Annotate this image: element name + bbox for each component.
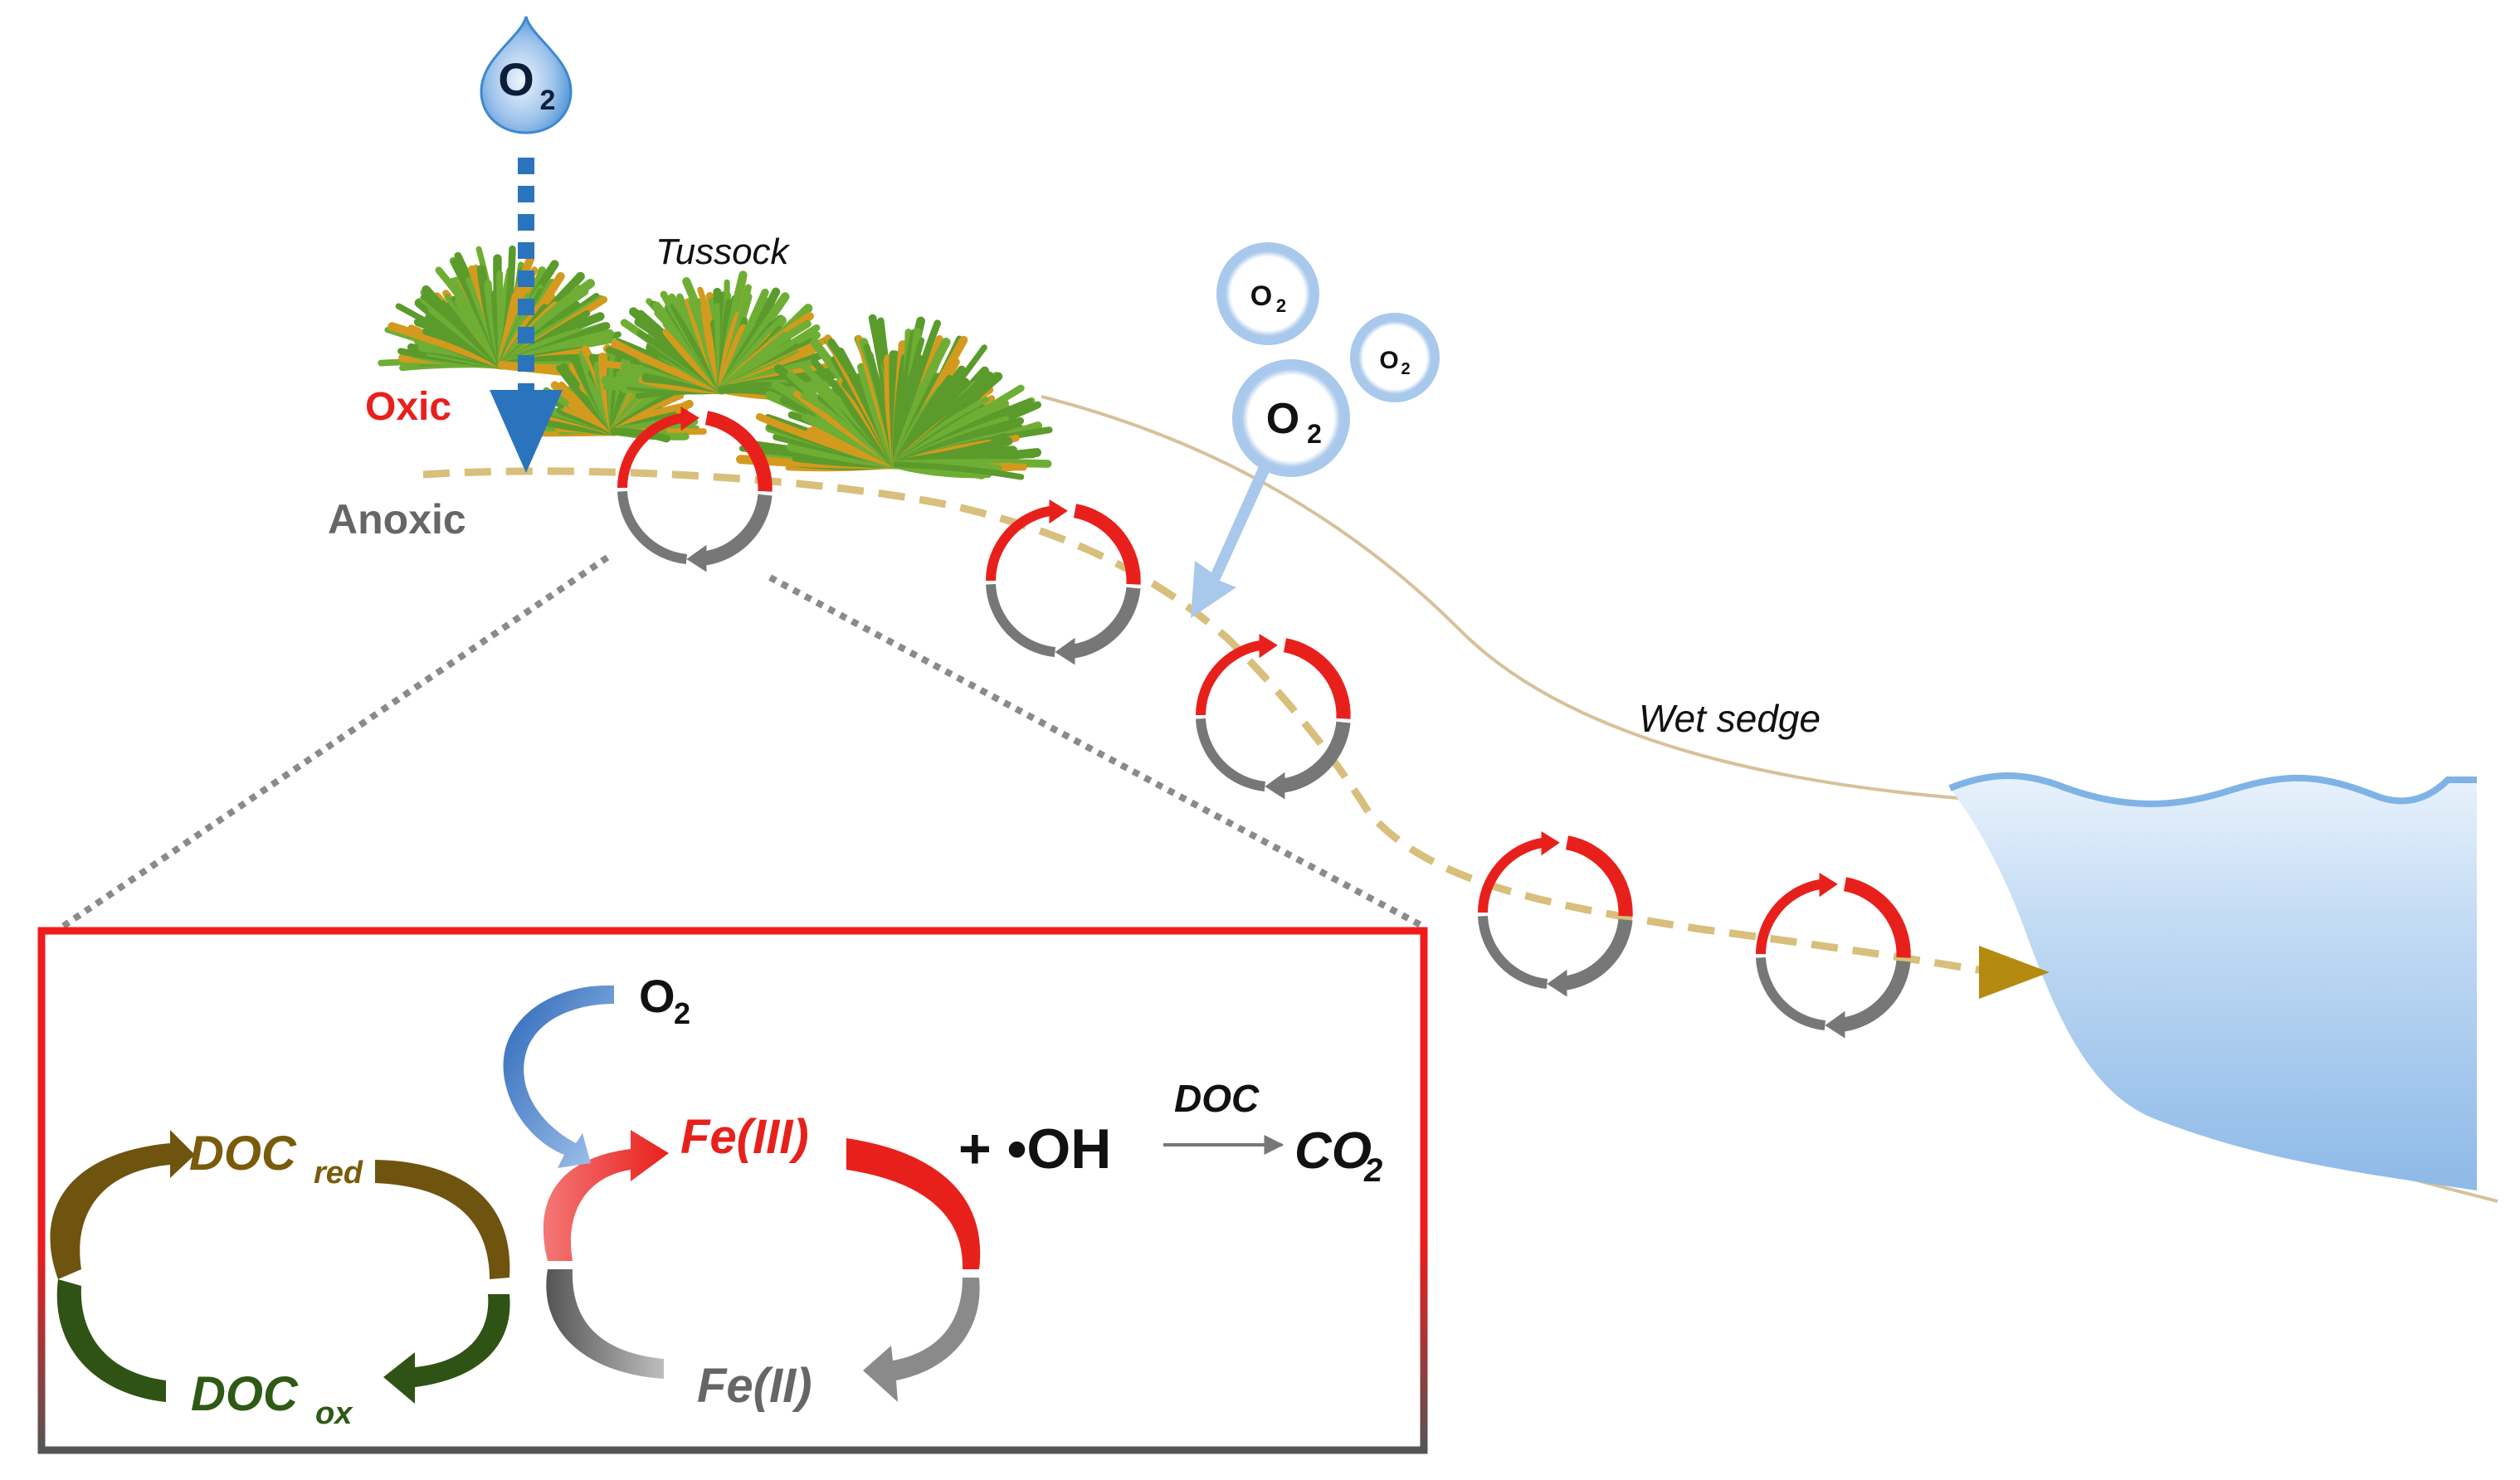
doc-ox-label: DOC xyxy=(191,1367,299,1421)
bubble-o2-label: O xyxy=(1250,280,1272,312)
doc-ox-arrow xyxy=(383,1294,510,1404)
doc-over-arrow-label: DOC xyxy=(1174,1077,1260,1120)
water-body xyxy=(1950,776,2477,1190)
oxygen-bubble-icon: O 2 xyxy=(1350,313,1440,402)
doc-red-label: DOC xyxy=(189,1127,297,1181)
doc-red-arc xyxy=(375,1160,510,1279)
inset-o2-subscript: 2 xyxy=(674,996,690,1030)
fe2-arc-left xyxy=(546,1269,664,1379)
doc-red-subscript: red xyxy=(314,1156,363,1190)
co2-label: CO xyxy=(1294,1122,1372,1180)
inset-o2-label: O xyxy=(639,970,675,1022)
drop-o2-label: O xyxy=(498,53,534,105)
doc-ox-arc xyxy=(56,1279,166,1402)
oxic-anoxic-interface xyxy=(422,467,1984,975)
water-drop-icon xyxy=(480,16,573,134)
tussock-label: Tussock xyxy=(656,231,791,272)
drop-o2-subscript: 2 xyxy=(540,85,556,116)
tussock-grass-icon xyxy=(378,245,1053,480)
flow-arrow-icon xyxy=(1979,946,2050,999)
fe3-arc-right xyxy=(846,1138,981,1269)
doc-ox-subscript: ox xyxy=(315,1396,353,1431)
bubble-o2-subscript: 2 xyxy=(1276,295,1286,316)
anoxic-label: Anoxic xyxy=(328,496,466,543)
fe2-label: Fe(II) xyxy=(697,1359,812,1413)
o2-infiltration-arrowhead xyxy=(490,390,563,473)
zoom-line-right xyxy=(768,574,1424,929)
bubble-o2-label: O xyxy=(1379,347,1398,374)
fe2-arrow-right xyxy=(863,1278,980,1402)
redox-cycle-icon xyxy=(1195,633,1351,800)
hydroxyl-radical-label: + •OH xyxy=(958,1117,1111,1181)
wet-sedge-label: Wet sedge xyxy=(1639,697,1821,740)
redox-cycle-icon xyxy=(1755,872,1911,1039)
inset-o2-arrow xyxy=(503,985,614,1168)
redox-cycle-icon xyxy=(1477,830,1633,997)
bubble-o2-subscript: 2 xyxy=(1307,419,1322,449)
oxic-label: Oxic xyxy=(365,385,451,429)
bubble-o2-label: O xyxy=(1266,395,1299,443)
fe3-arrow-left xyxy=(543,1130,669,1261)
lateral-o2-arrow xyxy=(1191,465,1270,618)
redox-cycle-icon xyxy=(617,406,773,572)
fe3-label: Fe(III) xyxy=(680,1110,809,1164)
oxygen-bubble-icon: O 2 xyxy=(1216,242,1319,345)
co2-subscript: 2 xyxy=(1363,1152,1382,1189)
bubble-o2-subscript: 2 xyxy=(1401,360,1410,378)
zoom-line-left xyxy=(54,554,610,934)
inset-box xyxy=(37,927,1428,1454)
doc-red-arrow xyxy=(50,1130,195,1279)
redox-cycle-icon xyxy=(985,499,1141,665)
oxygen-bubble-icon: O 2 xyxy=(1232,359,1350,477)
water-surface xyxy=(1948,772,2477,807)
